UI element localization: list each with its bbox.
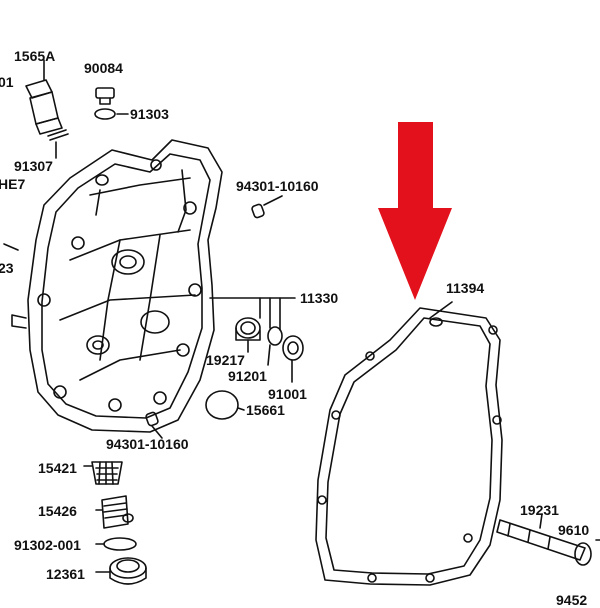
label-94301-bottom: 94301-10160 xyxy=(106,436,189,452)
part-15661-o-ring xyxy=(205,390,245,420)
transmission-cover xyxy=(3,139,223,433)
part-1565a-switch xyxy=(25,59,69,159)
label-12361: 12361 xyxy=(46,566,85,582)
label-19231: 19231 xyxy=(520,502,559,518)
label-91001: 91001 xyxy=(268,386,307,402)
label-23: 23 xyxy=(0,260,14,276)
label-9610: 9610 xyxy=(558,522,590,538)
label-he7: HE7 xyxy=(0,176,26,192)
part-90084-plug xyxy=(94,87,129,120)
part-11330-seals xyxy=(209,297,304,383)
part-15421-strainer xyxy=(83,461,123,485)
label-9452: 9452 xyxy=(556,592,588,608)
part-91302-o-ring xyxy=(95,537,137,551)
label-91303: 91303 xyxy=(130,106,169,122)
label-90084: 90084 xyxy=(84,60,123,76)
label-19217: 19217 xyxy=(206,352,245,368)
dowel-pins xyxy=(145,195,283,439)
part-11394-gasket xyxy=(315,301,503,586)
label-11394: 11394 xyxy=(446,280,485,296)
label-1565a: 1565A xyxy=(14,48,56,64)
label-15661: 15661 xyxy=(246,402,285,418)
highlight-arrow xyxy=(378,122,452,300)
label-91302-001: 91302-001 xyxy=(14,537,81,553)
part-15426-strainer xyxy=(95,495,134,529)
label-15426: 15426 xyxy=(38,503,77,519)
label-91307: 91307 xyxy=(14,158,53,174)
part-19231-shaft xyxy=(496,513,600,566)
label-15421: 15421 xyxy=(38,460,77,476)
label-11330: 11330 xyxy=(300,290,339,306)
label-94301-top: 94301-10160 xyxy=(236,178,319,194)
label-01: 01 xyxy=(0,74,14,90)
label-91201: 91201 xyxy=(228,368,267,384)
part-12361-cap xyxy=(95,557,147,585)
